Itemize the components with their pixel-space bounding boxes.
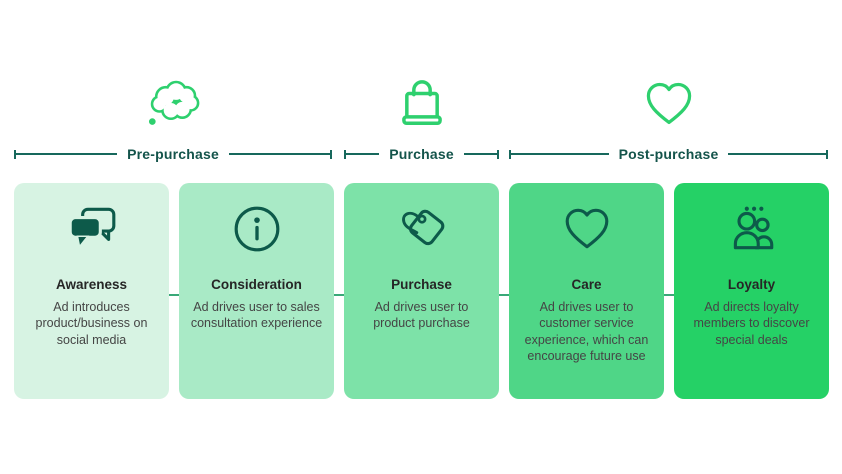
card-consideration: Consideration Ad drives user to sales co… (179, 183, 334, 399)
stage-cards-row: Awareness Ad introduces product/business… (14, 183, 829, 399)
info-circle-icon (232, 203, 282, 255)
line-end-tick (826, 149, 829, 159)
phase-line-purchase: Purchase (344, 145, 500, 163)
card-loyalty: Loyalty Ad directs loyalty members to di… (674, 183, 829, 399)
line-start-tick (14, 149, 16, 159)
card-purchase: Purchase Ad drives user to product purch… (344, 183, 499, 399)
stage-title: Awareness (55, 277, 128, 292)
stage-title: Loyalty (727, 277, 776, 292)
line-start-tick (509, 149, 511, 159)
phase-post-purchase: Post-purchase (509, 66, 829, 163)
line-end-tick (330, 149, 333, 159)
stage-description: Ad drives user to product purchase (373, 300, 470, 331)
stage-title: Purchase (391, 277, 452, 292)
phase-purchase: Purchase (344, 66, 500, 163)
stage-title: Care (571, 277, 602, 292)
heart-outline-icon (562, 203, 612, 255)
chat-bubbles-icon (65, 203, 119, 255)
phase-pre-purchase: Pre-purchase (14, 66, 333, 163)
phase-line-pre-purchase: Pre-purchase (14, 145, 333, 163)
stage-title: Consideration (211, 277, 302, 292)
stage-description: Ad directs loyalty members to discover s… (693, 300, 810, 347)
phase-label-post-purchase: Post-purchase (618, 146, 719, 162)
stage-description: Ad introduces product/business on social… (35, 300, 148, 347)
stage-description: Ad drives user to customer service exper… (524, 300, 649, 363)
phase-line-post-purchase: Post-purchase (509, 145, 829, 163)
price-tag-icon (395, 203, 449, 255)
heart-icon (509, 66, 828, 142)
card-awareness: Awareness Ad introduces product/business… (14, 183, 169, 399)
stage-description: Ad drives user to sales consultation exp… (190, 300, 323, 331)
line-end-tick (497, 149, 500, 159)
thought-bubble-icon (14, 66, 332, 142)
phase-label-pre-purchase: Pre-purchase (127, 146, 219, 162)
shopping-bag-icon (344, 66, 499, 142)
line-start-tick (344, 149, 346, 159)
people-group-icon (725, 203, 779, 255)
phase-label-purchase: Purchase (389, 146, 454, 162)
card-care: Care Ad drives user to customer service … (509, 183, 664, 399)
